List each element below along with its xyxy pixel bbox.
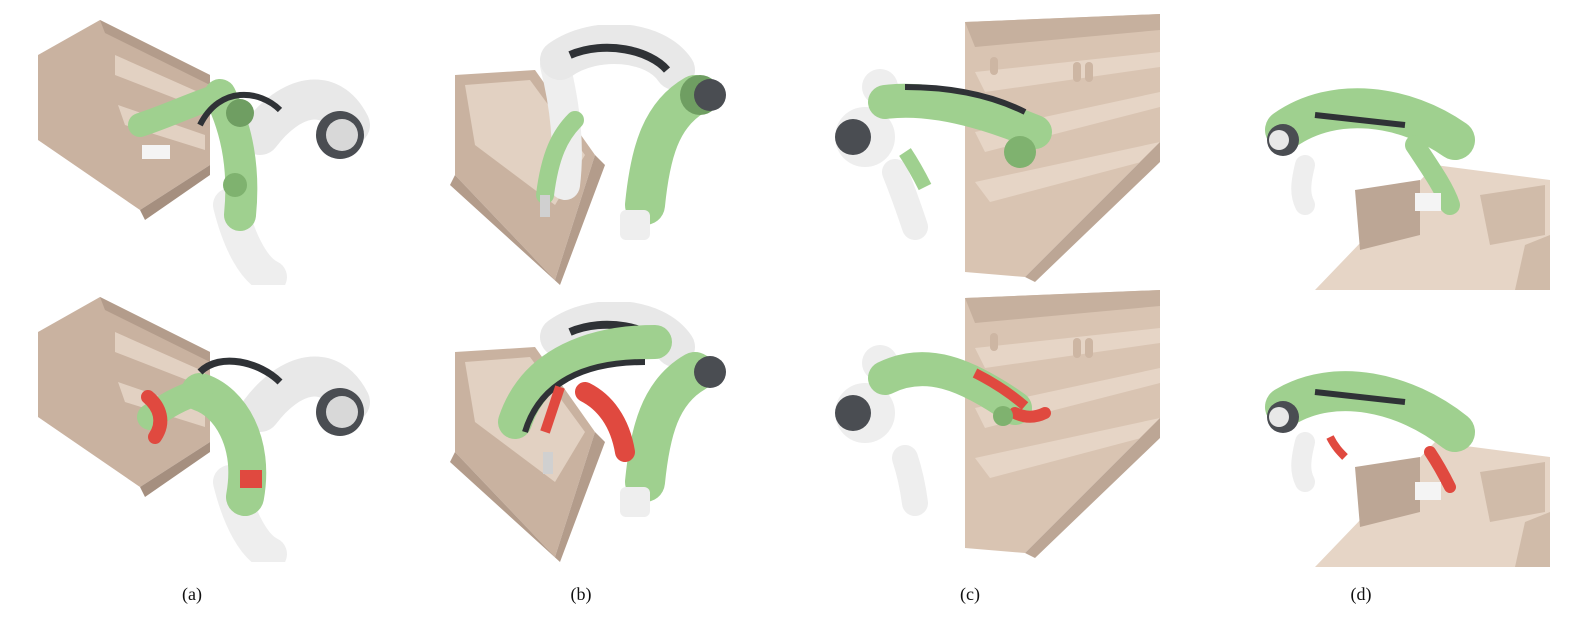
panel-a-top	[30, 15, 370, 285]
caption-d: (d)	[1350, 584, 1372, 604]
panel-a-bottom	[30, 292, 370, 562]
caption-b: (b)	[570, 584, 592, 604]
panel-c-bottom	[825, 288, 1165, 558]
panel-d-bottom	[1255, 362, 1555, 572]
panel-d-top	[1255, 85, 1555, 295]
panel-b-bottom	[445, 302, 745, 562]
panel-b-top	[445, 25, 745, 285]
caption-a: (a)	[182, 584, 202, 604]
panel-c-top	[825, 12, 1165, 282]
caption-c: (c)	[960, 584, 980, 604]
